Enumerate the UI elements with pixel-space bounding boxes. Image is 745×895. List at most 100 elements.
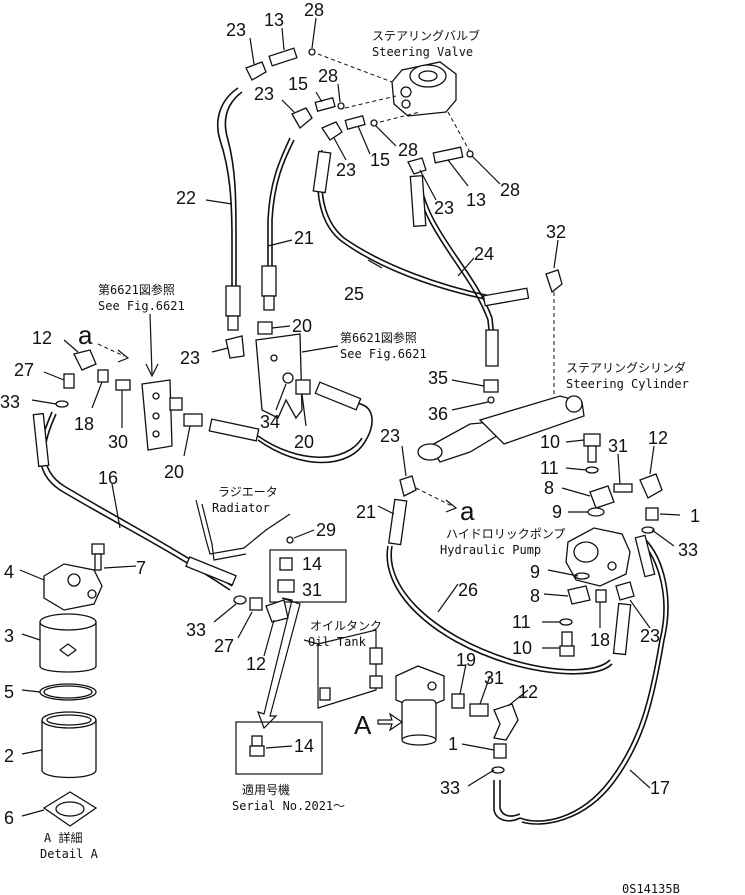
hose-22: [216, 87, 239, 300]
hyd-pump-label-en: Hydraulic Pump: [440, 543, 541, 557]
callout-11: 11: [512, 612, 531, 632]
callout-34: 34: [260, 412, 280, 432]
callout-7: 7: [136, 558, 146, 578]
see-fig-label-jp-1: 第6621図参照: [98, 282, 175, 297]
callout-28: 28: [304, 0, 324, 20]
steering-valve: [317, 53, 471, 153]
callout-32: 32: [546, 222, 566, 242]
callout-31: 31: [484, 668, 504, 688]
serial-label-en: Serial No.2021～: [232, 799, 345, 813]
callout-4: 4: [4, 562, 14, 582]
callout-21: 21: [294, 228, 314, 248]
callout-9: 9: [530, 562, 540, 582]
ref-a-right: a: [460, 496, 475, 526]
callout-27: 27: [214, 636, 234, 656]
callout-14: 14: [302, 554, 322, 574]
callout-28: 28: [500, 180, 520, 200]
callout-1: 1: [690, 506, 700, 526]
callout-31: 31: [608, 436, 628, 456]
valve-fittings: [245, 47, 474, 175]
callout-35: 35: [428, 368, 448, 388]
callout-12: 12: [32, 328, 52, 348]
callout-17: 17: [650, 778, 670, 798]
callout-1: 1: [448, 734, 458, 754]
callout-3: 3: [4, 626, 14, 646]
steering-valve-label-en: Steering Valve: [372, 45, 473, 59]
callout-28: 28: [318, 66, 338, 86]
callout-10: 10: [540, 432, 560, 452]
callout-11: 11: [540, 458, 559, 478]
hyd-pump-label-jp: ハイドロリックポンプ: [446, 527, 565, 541]
callout-13: 13: [466, 190, 486, 210]
callout-20: 20: [294, 432, 314, 452]
callout-18: 18: [74, 414, 94, 434]
callout-22: 22: [176, 188, 196, 208]
oil-tank-label-jp: オイルタンク: [310, 619, 382, 633]
callout-26: 26: [458, 580, 478, 600]
callout-12: 12: [246, 654, 266, 674]
hose-26: [386, 545, 613, 675]
serial-label-jp: 適用号機: [242, 782, 290, 797]
hydraulic-pump: [565, 527, 631, 587]
drawing-code: 0S14135B: [622, 882, 680, 895]
callout-19: 19: [456, 650, 476, 670]
steering-cylinder: [417, 395, 585, 463]
callout-21: 21: [356, 502, 376, 522]
radiator: [195, 499, 291, 561]
callout-numbers: 23 13 28 23 15 28 23 15 28 23 13 28 22 2…: [0, 0, 700, 828]
callout-25: 25: [344, 284, 364, 304]
leader-lines: [19, 17, 681, 817]
hose-21-upper: [267, 137, 291, 290]
ref-a-left: a: [78, 320, 93, 350]
serial-arrow: [256, 597, 301, 730]
callout-15: 15: [370, 150, 390, 170]
oil-tank: [303, 629, 383, 709]
detail-a-filter: [39, 543, 105, 827]
callout-8: 8: [544, 478, 554, 498]
callout-20: 20: [292, 316, 312, 336]
callout-23: 23: [380, 426, 400, 446]
callout-23: 23: [226, 20, 246, 40]
callout-31: 31: [302, 580, 322, 600]
hose-17: [519, 539, 665, 822]
callout-9: 9: [552, 502, 562, 522]
callout-33: 33: [0, 392, 20, 412]
callout-12: 12: [518, 682, 538, 702]
callout-20: 20: [164, 462, 184, 482]
callout-23: 23: [336, 160, 356, 180]
see-fig-label-en-2: See Fig.6621: [340, 347, 427, 361]
serial-box: [235, 721, 323, 775]
callout-14: 14: [294, 736, 314, 756]
callout-8: 8: [530, 586, 540, 606]
callout-16: 16: [98, 468, 118, 488]
steering-valve-label-jp: ステアリングバルブ: [372, 28, 480, 43]
callout-13: 13: [264, 10, 284, 30]
steering-cyl-label-jp: ステアリングシリンダ: [566, 360, 686, 375]
callout-23: 23: [640, 626, 660, 646]
callout-23: 23: [180, 348, 200, 368]
steering-cyl-label-en: Steering Cylinder: [566, 377, 689, 391]
center-bracket: [255, 333, 303, 420]
callout-36: 36: [428, 404, 448, 424]
left-bracket: [141, 379, 183, 451]
callout-29: 29: [316, 520, 336, 540]
callout-12: 12: [648, 428, 668, 448]
oil-tank-label-en: Oil Tank: [308, 635, 367, 649]
callout-33: 33: [678, 540, 698, 560]
callout-33: 33: [186, 620, 206, 640]
callout-15: 15: [288, 74, 308, 94]
callout-24: 24: [474, 244, 494, 264]
callout-2: 2: [4, 746, 14, 766]
callout-10: 10: [512, 638, 532, 658]
callout-28: 28: [398, 140, 418, 160]
arrow-a: [377, 712, 404, 732]
callout-27: 27: [14, 360, 34, 380]
see-fig-label-en-1: See Fig.6621: [98, 299, 185, 313]
detail-label-jp: A 詳細: [44, 830, 82, 845]
callout-23: 23: [254, 84, 274, 104]
callout-5: 5: [4, 682, 14, 702]
callout-18: 18: [590, 630, 610, 650]
arrow-a-label: A: [354, 710, 372, 740]
hose-21-lower: [257, 402, 373, 464]
